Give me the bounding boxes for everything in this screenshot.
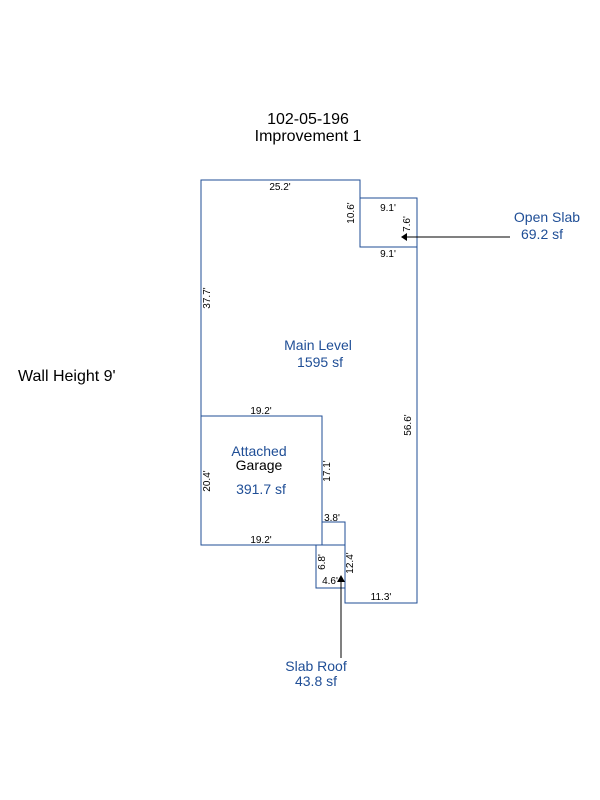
slab-roof-size: 43.8 sf [295,673,337,689]
dim-step-right: 12.4' [345,552,356,573]
open-slab-name: Open Slab [514,209,580,225]
open-slab-size: 69.2 sf [521,226,563,242]
main-level-outline [200,179,418,604]
main-level-size: 1595 sf [297,354,343,370]
dim-garage-top: 19.2' [250,406,271,417]
slab-roof-name: Slab Roof [285,658,347,674]
wall-height-label: Wall Height 9' [18,368,116,385]
garage-name-line1: Attached [231,443,286,459]
open-slab-outline [359,197,418,248]
dim-slab-top: 9.1' [380,203,396,214]
dim-slab-left: 10.6' [346,202,357,223]
dim-main-right: 56.6' [403,414,414,435]
dim-main-bottom: 11.3' [371,592,392,603]
dim-main-left: 37.7' [202,287,213,308]
dim-garage-right: 17.1' [322,460,333,481]
garage-name-line2: Garage [236,457,283,473]
improvement-title: Improvement 1 [255,128,362,145]
dim-roof-left: 6.8' [317,554,328,570]
open-slab-arrow-icon [401,233,407,241]
garage-size: 391.7 sf [236,481,286,497]
dim-step-top: 3.8' [324,513,340,524]
dim-garage-bottom: 19.2' [250,535,271,546]
dim-main-top: 25.2' [269,182,290,193]
dim-slab-right: 7.6' [402,216,413,232]
parcel-id: 102-05-196 [267,111,349,128]
main-level-name: Main Level [284,337,352,353]
dim-roof-bottom: 4.6' [322,576,338,587]
slab-roof-arrow-icon [337,575,345,582]
dim-garage-left: 20.4' [202,470,213,491]
dim-slab-bottom: 9.1' [380,249,396,260]
slab-roof-outline [315,544,346,589]
garage-outline [200,415,323,546]
